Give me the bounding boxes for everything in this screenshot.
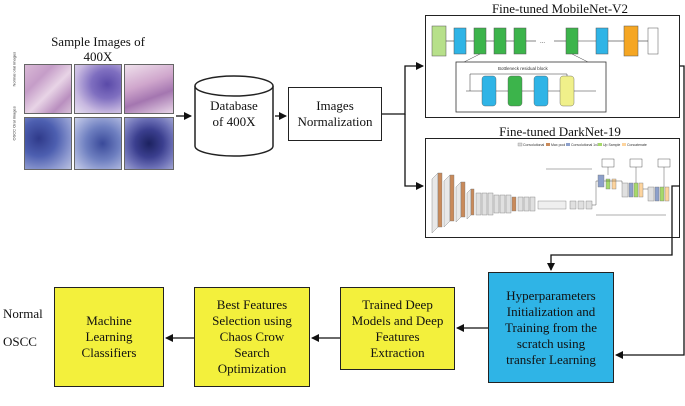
svg-text:...: ... xyxy=(540,39,545,45)
sample-title-line2: 400X xyxy=(83,49,113,64)
oscc-sample-image-3 xyxy=(124,117,174,170)
legend-upsample: Up Sample xyxy=(603,143,620,147)
normalization-line2: Normalization xyxy=(297,114,373,129)
sample-images-title: Sample Images of 400X xyxy=(28,34,168,64)
legend-concatenate: Concatenate xyxy=(627,143,647,147)
database-label: Database of 400X xyxy=(193,98,275,130)
sample-images-grid: Normal oral images OSCC Oral images xyxy=(8,52,176,170)
residual-block-label: Bottleneck residual block xyxy=(498,66,549,71)
legend-conv1x1: Convolutional 1x1 xyxy=(571,143,599,147)
legend-convolutional: Convolutional xyxy=(523,143,544,147)
database-label-line2: of 400X xyxy=(212,114,256,129)
database-label-line1: Database xyxy=(210,98,258,113)
hyperparameters-text: Hyperparameters Initialization and Train… xyxy=(505,287,597,367)
oscc-sample-image-1 xyxy=(24,117,72,170)
darknet-panel: Convolutional Max pool Convolutional 1x1… xyxy=(425,138,680,238)
mobilenet-architecture: ... Bottleneck residual block xyxy=(431,25,659,113)
trained-deep-models-box: Trained Deep Models and Deep Features Ex… xyxy=(340,287,455,370)
darknet-title: Fine-tuned DarkNet-19 xyxy=(499,124,621,139)
mobilenet-title: Fine-tuned MobileNet-V2 xyxy=(491,1,629,16)
database-cylinder: Database of 400X xyxy=(193,74,275,158)
normal-sample-image-3 xyxy=(124,64,174,114)
best-features-box: Best Features Selection using Chaos Crow… xyxy=(194,287,310,387)
hyperparameters-training-box: Hyperparameters Initialization and Train… xyxy=(488,272,614,383)
normal-sample-image-1 xyxy=(24,64,72,114)
arrow-to-darknet xyxy=(404,114,424,190)
arrow-to-mobilenet xyxy=(382,62,424,115)
arrow-darknet-to-training xyxy=(547,185,680,271)
arrow-mobilenet-to-training xyxy=(615,65,685,359)
machine-learning-text: Machine Learning Classifiers xyxy=(81,313,137,360)
best-features-text: Best Features Selection using Chaos Crow… xyxy=(212,297,292,376)
oscc-sample-image-2 xyxy=(74,117,122,170)
machine-learning-box: Machine Learning Classifiers xyxy=(54,287,164,387)
trained-text: Trained Deep Models and Deep Features Ex… xyxy=(351,296,444,360)
output-normal-label: Normal xyxy=(3,306,43,321)
normalization-line1: Images xyxy=(316,98,354,113)
output-oscc-label: OSCC xyxy=(3,334,37,349)
legend-max-pool: Max pool xyxy=(551,143,565,147)
normal-sample-image-2 xyxy=(74,64,122,114)
images-normalization-box: Images Normalization xyxy=(288,87,382,141)
sample-title-line1: Sample Images of xyxy=(51,34,145,49)
darknet-architecture: Convolutional Max pool Convolutional 1x1… xyxy=(431,142,671,234)
mobilenet-panel: ... Bottleneck residual block xyxy=(425,15,680,118)
